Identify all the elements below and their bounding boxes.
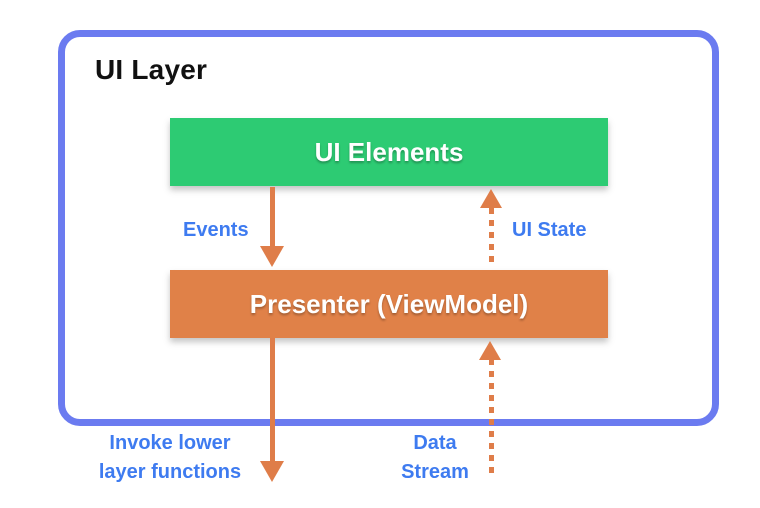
data-stream-arrowhead-up-icon xyxy=(479,341,501,360)
ui-state-arrowhead-up-icon xyxy=(480,189,502,208)
invoke-label-line2: layer functions xyxy=(98,461,242,483)
invoke-label: Invoke lower layer functions xyxy=(75,429,265,487)
data-stream-arrow-stem xyxy=(489,359,494,475)
node-ui-elements-label: UI Elements xyxy=(314,136,464,167)
node-presenter-label: Presenter (ViewModel) xyxy=(249,288,529,319)
ui-state-arrow-stem xyxy=(489,208,494,268)
invoke-label-line1: Invoke lower xyxy=(109,432,231,454)
events-arrowhead-down-icon xyxy=(260,246,284,267)
node-presenter: Presenter (ViewModel) xyxy=(170,270,608,338)
events-label: Events xyxy=(183,219,249,241)
invoke-arrowhead-down-icon xyxy=(260,461,284,482)
data-stream-label-line1: Data xyxy=(413,432,457,454)
ui-state-label: UI State xyxy=(512,219,587,241)
node-ui-elements: UI Elements xyxy=(170,118,608,186)
invoke-arrow-stem xyxy=(270,338,275,462)
data-stream-label-line2: Stream xyxy=(401,461,469,483)
events-arrow-stem xyxy=(270,187,275,248)
ui-layer-container xyxy=(58,30,719,426)
ui-layer-title: UI Layer xyxy=(95,54,208,85)
data-stream-label: Data Stream xyxy=(385,429,485,487)
